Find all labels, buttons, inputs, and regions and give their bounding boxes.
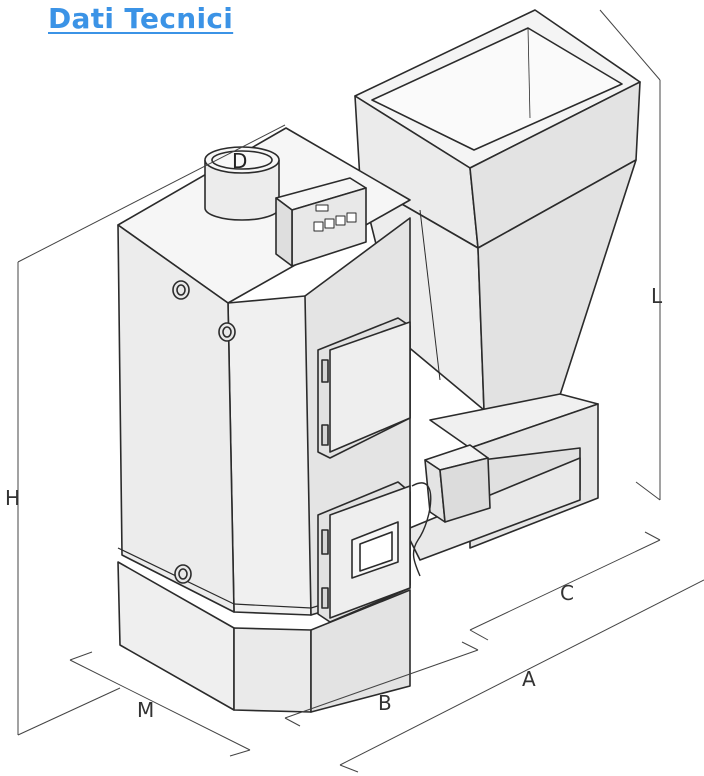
flue-collar (204, 146, 280, 221)
cable (411, 482, 432, 577)
control-panel (275, 177, 367, 267)
pipe-fitting-bottom (174, 564, 192, 584)
pipe-fitting-top (172, 280, 190, 300)
pipe-fitting-middle (218, 322, 236, 342)
label-a: A (522, 667, 536, 691)
label-l: L (651, 284, 663, 308)
dimension-lines (17, 9, 704, 773)
label-h: H (5, 486, 20, 510)
lower-door (317, 481, 411, 623)
feeder-base (404, 393, 599, 561)
label-d: D (232, 149, 247, 173)
label-m: M (137, 698, 154, 722)
label-b: B (378, 691, 392, 715)
label-c: C (560, 581, 574, 605)
page-title: Dati Tecnici (48, 2, 234, 35)
upper-door (317, 317, 411, 459)
